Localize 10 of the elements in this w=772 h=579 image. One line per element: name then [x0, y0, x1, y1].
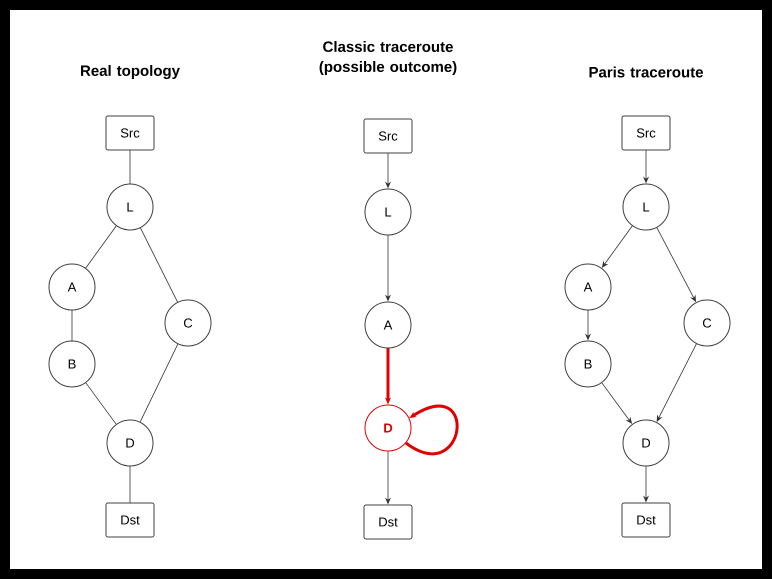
router-box: Src [622, 116, 670, 150]
router-box: Src [364, 118, 412, 154]
arrow [405, 404, 458, 456]
column-heading: Real topology [81, 64, 180, 80]
router-box: Dst [622, 502, 670, 538]
column-heading: Classic traceroute (possible outcome) [320, 41, 456, 75]
column-heading: Paris traceroute [589, 66, 703, 78]
router-box: Dst [106, 502, 154, 538]
router-box: Dst [364, 504, 412, 540]
router-box: Src [106, 116, 154, 150]
